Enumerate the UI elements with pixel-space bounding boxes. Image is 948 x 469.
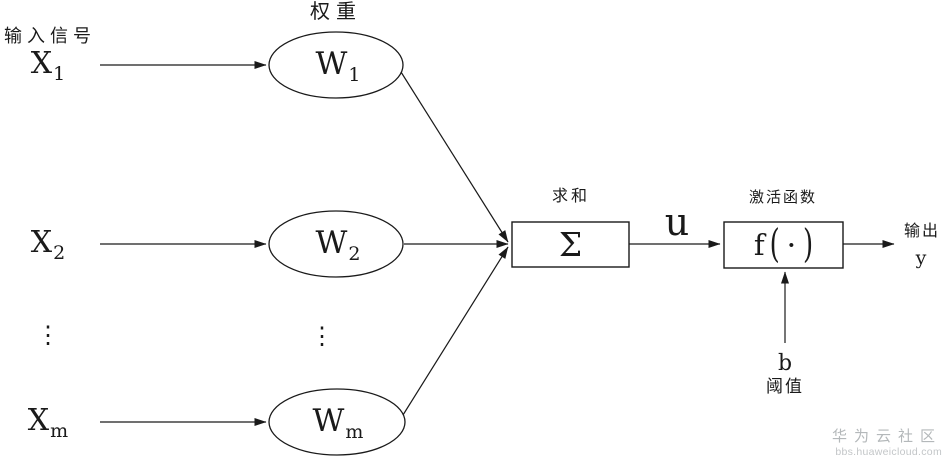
weight-label-w2: W2 [286,224,390,266]
input-signal-title: 输入信号 [4,26,96,46]
output-title: 输出 [903,223,940,240]
input-xm-var: X [27,402,50,438]
input-x2-sub: 2 [53,241,66,264]
u-signal-label: u [664,200,690,244]
weight-label-w1: W1 [286,45,390,87]
weight-w2-var: W [315,224,348,261]
w1-to-sum-arrow [400,71,509,243]
sum-title: 求和 [551,188,590,205]
bias-variable: b [777,351,793,376]
input-x1-var: X [30,45,53,81]
activation-fn-open-paren: ( [769,222,780,268]
activation-box [723,221,844,269]
activation-fn-dot: • [788,236,794,254]
wm-to-sum-arrow [402,246,509,416]
weight-w1-var: W [315,45,348,82]
watermark-url: bbs.huaweicloud.com [835,446,942,459]
activation-fn-close-paren: ) [803,222,814,268]
weight-node-wm [268,388,406,456]
input-label-xm: Xm [20,402,76,444]
input-x1-sub: 1 [53,62,66,85]
sigma-symbol: Σ [558,224,583,264]
input-x2-var: X [30,224,53,260]
weight-node-w1 [268,31,404,99]
weights-ellipsis: ⋮ [310,323,334,350]
input-label-x2: X2 [20,224,76,266]
output-variable: y [915,246,927,269]
activation-fn-name: f [753,227,765,262]
weight-w1-sub: 1 [348,63,361,86]
weight-wm-var: W [312,402,345,439]
weights-title: 权重 [310,1,362,23]
threshold-title: 阈值 [766,376,804,396]
activation-title: 激活函数 [748,188,817,206]
input-xm-sub: m [50,419,69,442]
watermark: 华为云社区 bbs.huaweicloud.com [832,428,942,458]
weight-label-wm: Wm [286,402,390,444]
input-label-x1: X1 [20,45,76,87]
input-ellipsis: ⋮ [36,322,60,349]
watermark-title: 华为云社区 [831,428,942,445]
weight-w2-sub: 2 [348,242,361,265]
activation-fn-label: f ( • ) [724,222,843,268]
weight-node-w2 [268,210,404,278]
weight-wm-sub: m [345,420,364,443]
